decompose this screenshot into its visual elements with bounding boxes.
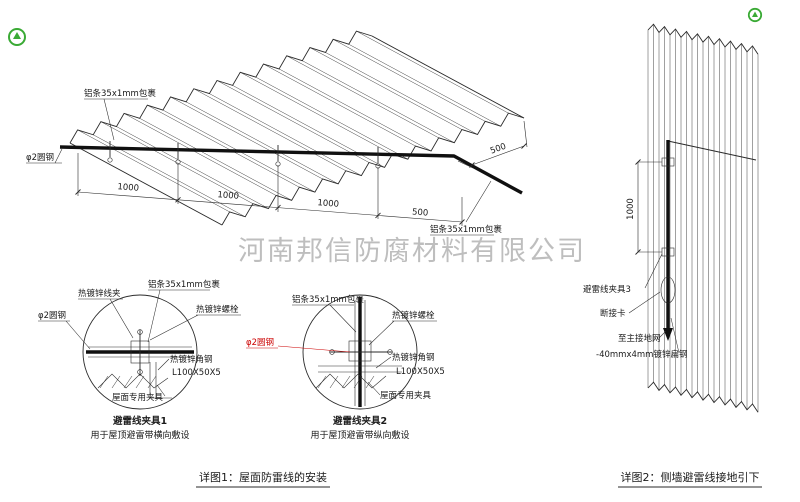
- wall-corrugated-panel: [647, 23, 759, 413]
- label-strip-top: 铝条35x1mm包裹: [84, 88, 156, 99]
- site-logo-topleft: [8, 28, 26, 46]
- d2-label-angle: 热镀锌角钢: [392, 352, 435, 363]
- wall-label-flat-steel: -40mmx4mm镀锌扁钢: [596, 349, 687, 360]
- d1-label-rod: φ2圆钢: [38, 310, 66, 321]
- wall-dim-1000: 1000: [626, 198, 636, 220]
- detail-1: 热镀锌线夹 铝条35x1mm包裹 热镀锌螺栓 φ2圆钢 热镀锌角钢 L100X5…: [38, 279, 241, 441]
- dim-1000-c: 1000: [317, 198, 339, 210]
- d1-label-bolt: 热镀锌螺栓: [196, 304, 239, 315]
- company-watermark: 河南邦信防腐材料有限公司: [238, 236, 586, 267]
- site-logo-topright: [747, 7, 763, 23]
- d1-label-angle-spec: L100X50X5: [172, 368, 221, 378]
- d2-label-strip: 铝条35x1mm包裹: [292, 294, 364, 305]
- d2-subtitle: 用于屋顶避雷带纵向敷设: [310, 429, 409, 441]
- dim-500-edge: 500: [489, 142, 508, 157]
- dim-1000-b: 1000: [217, 190, 239, 202]
- dim-1000-a: 1000: [117, 182, 139, 194]
- wall-drawing: 1000 避雷线夹具3 断接卡 至主接地网 -40mmx4mm镀锌扁钢: [583, 23, 759, 413]
- d1-subtitle: 用于屋顶避雷带横向敷设: [90, 429, 189, 441]
- dim-500-a: 500: [412, 207, 429, 218]
- d2-title: 避雷线夹具2: [333, 415, 387, 427]
- wall-label-to-ground: 至主接地网: [618, 333, 661, 344]
- detail-circle-1: [82, 294, 198, 410]
- caption-detail-1: 详图1：屋面防雷线的安装: [199, 470, 327, 484]
- lightning-wire: [59, 145, 523, 195]
- label-round-steel: φ2圆钢: [26, 152, 54, 163]
- d1-title: 避雷线夹具1: [113, 415, 167, 427]
- roof-section-hatch-1: [99, 375, 157, 389]
- detail-2: 铝条35x1mm包裹 热镀锌螺栓 φ2圆钢 热镀锌角钢 L100X50X5 屋面…: [246, 294, 445, 441]
- d2-label-bolt: 热镀锌螺栓: [392, 310, 435, 321]
- d1-label-clamp: 热镀锌线夹: [78, 288, 121, 299]
- caption-detail-2: 详图2：侧墙避雷线接地引下: [621, 470, 760, 484]
- d1-label-fixture: 屋面专用夹具: [112, 392, 164, 403]
- dimension-edge: 500: [457, 120, 528, 169]
- d1-label-angle: 热镀锌角钢: [170, 354, 213, 365]
- label-strip-right: 铝条35x1mm包裹: [430, 224, 502, 235]
- wall-dimension: 1000: [626, 159, 662, 255]
- dimension-chain: 1000 1000 1000 500: [75, 153, 465, 226]
- wall-label-disconnect: 断接卡: [600, 308, 626, 319]
- d1-label-strip: 铝条35x1mm包裹: [148, 279, 220, 290]
- d2-label-angle-spec: L100X50X5: [396, 367, 445, 377]
- d2-label-fixture: 屋面专用夹具: [380, 390, 432, 401]
- captions: 详图1：屋面防雷线的安装 详图2：侧墙避雷线接地引下: [196, 470, 762, 488]
- roof-drawing: 1000 1000 1000 500 500 铝条35x1mm包裹 φ2圆钢 铝…: [26, 30, 528, 236]
- detail-circle-2: [302, 294, 418, 410]
- wall-label-clamp3: 避雷线夹具3: [583, 284, 631, 295]
- roof-section-hatch-2: [317, 375, 375, 389]
- roof-corrugated-panel: [69, 30, 525, 226]
- wall-labels: 避雷线夹具3 断接卡 至主接地网 -40mmx4mm镀锌扁钢: [583, 253, 687, 360]
- wire-clamps: [107, 141, 381, 169]
- roof-labels: 铝条35x1mm包裹 φ2圆钢 铝条35x1mm包裹: [26, 88, 502, 236]
- d2-label-rod: φ2圆钢: [246, 337, 274, 348]
- disconnect-card-mark: [660, 276, 676, 304]
